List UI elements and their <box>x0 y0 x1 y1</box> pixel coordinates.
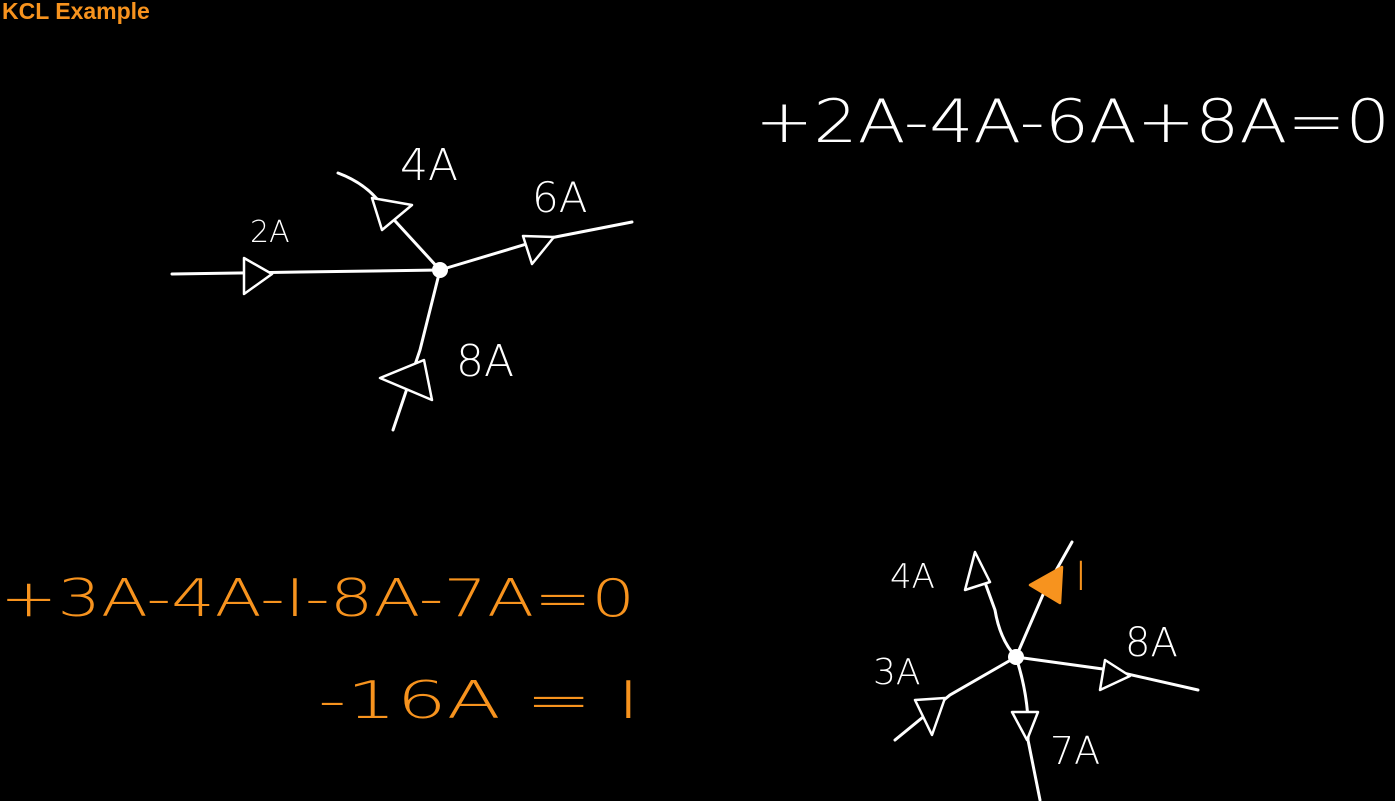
arrow-3a-in <box>913 696 947 737</box>
label-3a: 3A <box>873 652 921 693</box>
arrow-2a-in <box>242 256 274 296</box>
result-2: -16A = I <box>318 671 640 731</box>
arrow-4a-out <box>370 196 414 232</box>
node-2-dot <box>1008 649 1024 665</box>
equation-1: +2A-4A-6A+8A=0 <box>755 87 1390 157</box>
arrow-8a-out-2 <box>1098 658 1132 692</box>
arrow-7a-out <box>1010 710 1040 742</box>
branch-8a-wire <box>391 268 442 432</box>
node-diagram-2: 4A I 8A 3A 7A <box>873 540 1200 801</box>
label-2a: 2A <box>250 215 290 250</box>
label-4a: 4A <box>400 140 458 191</box>
label-4a-2: 4A <box>890 557 935 597</box>
label-8a-2: 8A <box>1125 620 1178 666</box>
node-1-dot <box>432 262 448 278</box>
page-title: KCL Example <box>2 0 150 24</box>
branch-2a-wire <box>170 268 442 276</box>
label-8a: 8A <box>456 336 514 387</box>
branch-i-wire <box>1014 540 1074 659</box>
label-6a: 6A <box>532 173 587 222</box>
node-diagram-1: 2A 4A 6A 8A <box>170 140 634 432</box>
arrow-i-out <box>1028 565 1064 605</box>
label-7a: 7A <box>1050 729 1100 773</box>
label-i: I <box>1075 554 1087 600</box>
arrow-8a-in <box>378 358 434 402</box>
arrow-4a-out-2 <box>963 550 992 592</box>
equation-2: +3A-4A-I-8A-7A=0 <box>0 569 635 629</box>
branch-3a-wire <box>893 655 1018 742</box>
arrow-6a-out <box>521 234 556 266</box>
